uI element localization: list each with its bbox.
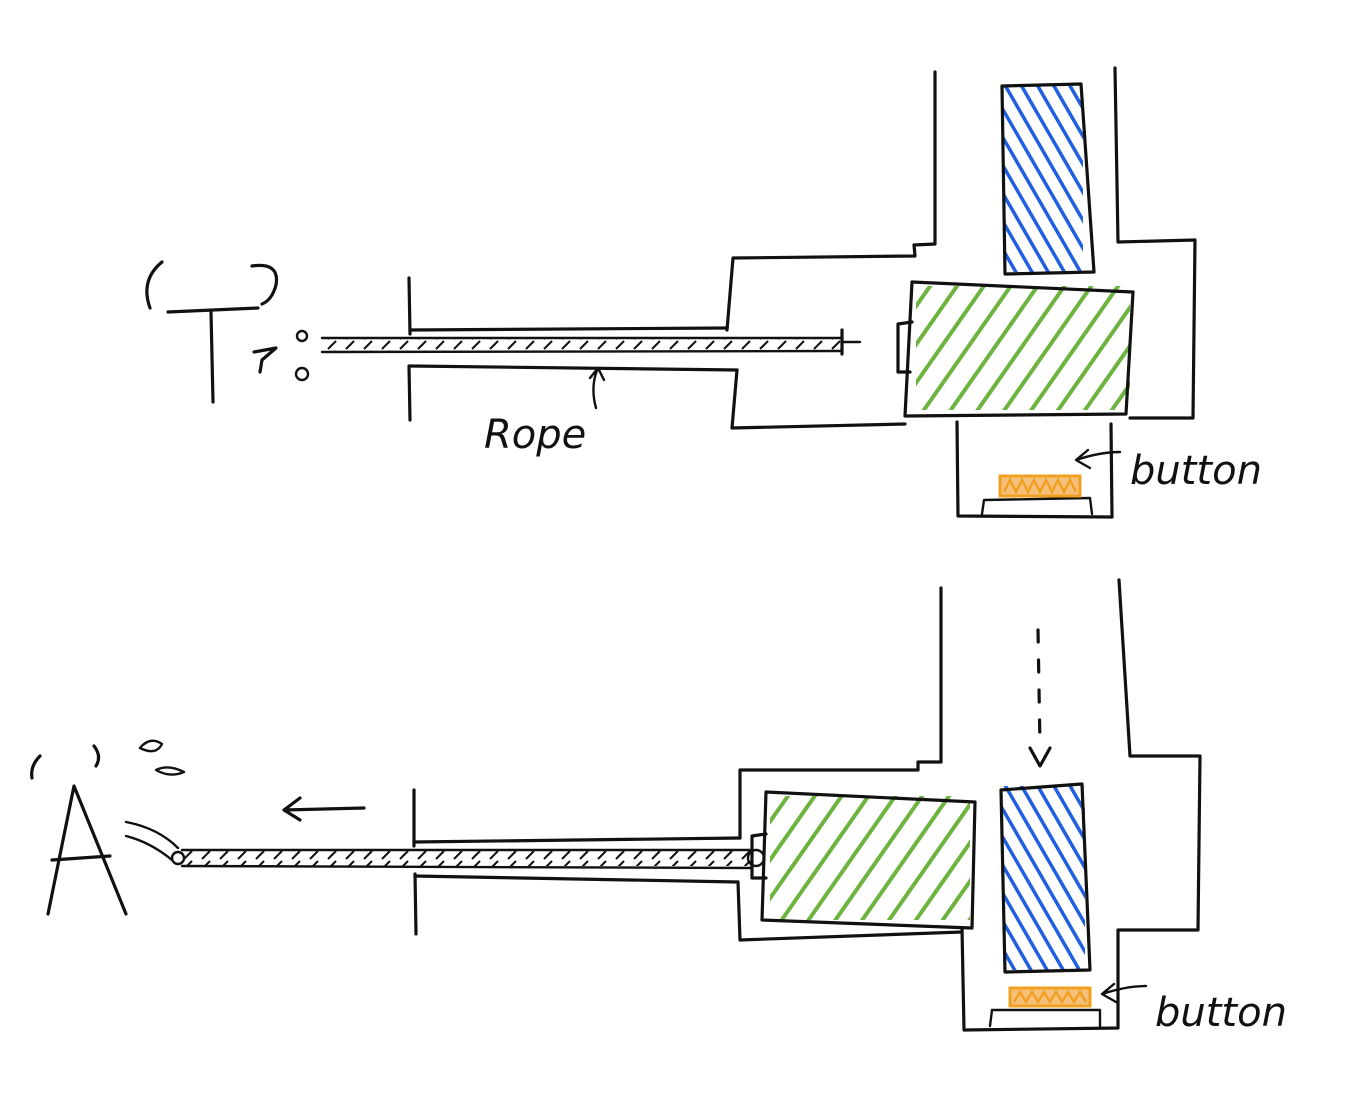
top-button-label: button <box>1130 448 1262 494</box>
bottom-rope <box>180 848 766 870</box>
bottom-blue-block <box>999 782 1092 974</box>
top-scene: Rope button <box>145 66 1262 519</box>
bottom-scene: button <box>30 578 1287 1036</box>
top-blue-block <box>1000 82 1096 276</box>
top-rope <box>320 328 862 356</box>
top-button <box>998 474 1082 498</box>
top-green-block <box>896 280 1135 418</box>
top-housing <box>725 66 1197 519</box>
bottom-green-block <box>750 790 977 930</box>
pull-left-arrow <box>282 796 366 822</box>
bottom-button-label: button <box>1155 990 1287 1036</box>
bottom-tube <box>412 788 742 936</box>
bottom-button <box>1008 986 1092 1008</box>
rope-pointer-arrow <box>588 366 606 410</box>
top-button-pointer-arrow <box>1074 448 1122 470</box>
top-tube <box>407 276 739 422</box>
bottom-button-pointer-arrow <box>1100 982 1148 1004</box>
bottom-stick-figure <box>30 739 186 916</box>
rope-label: Rope <box>484 412 586 458</box>
fall-down-arrow <box>1028 628 1052 768</box>
bottom-housing <box>736 578 1202 1032</box>
top-stick-figure <box>145 260 310 404</box>
